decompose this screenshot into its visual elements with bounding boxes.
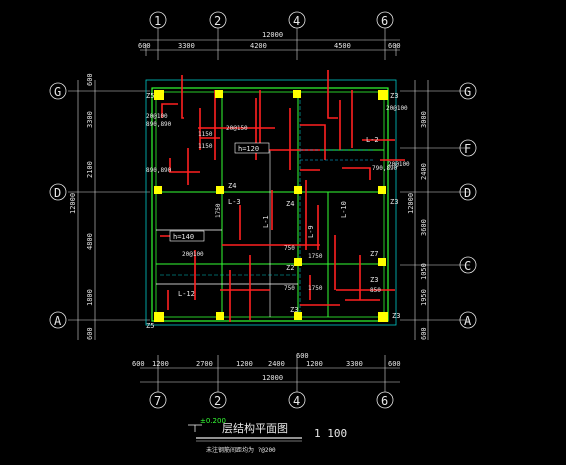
axis-left-3: D xyxy=(54,186,61,200)
axis-right-1: G xyxy=(464,85,471,99)
dashed-lines xyxy=(300,149,375,161)
rebar-label: 1150 xyxy=(198,143,213,150)
rebar-label: 890,890 xyxy=(146,167,172,174)
left-dim-4: 4800 xyxy=(86,233,94,250)
right-dim-3: 3600 xyxy=(420,219,428,236)
bottom-dim-6: 1200 xyxy=(306,360,323,368)
axis-bottom-3: 4 xyxy=(293,394,300,408)
thickness-tag-box xyxy=(169,230,205,242)
top-dim-1: 600 xyxy=(138,42,151,50)
axis-left-1: G xyxy=(54,85,61,99)
axis-top-2: 2 xyxy=(214,14,221,28)
thickness-tag-box xyxy=(234,142,270,154)
beam-label: L-3 xyxy=(228,198,241,206)
bottom-dim-7: 3300 xyxy=(346,360,363,368)
axis-bubbles xyxy=(49,11,477,409)
bottom-dim-3: 2700 xyxy=(196,360,213,368)
column-label: Z3 xyxy=(392,312,400,320)
top-dim-2: 3300 xyxy=(178,42,195,50)
top-dimension-lines xyxy=(140,28,400,60)
axis-bottom-2: 2 xyxy=(214,394,221,408)
axis-right-2: F xyxy=(464,142,471,156)
column-label: Z4 xyxy=(286,200,294,208)
left-dim-1: 600 xyxy=(86,73,94,86)
rebar-label: 20@100 xyxy=(146,113,168,120)
column-blocks xyxy=(154,90,388,322)
column-label: Z7 xyxy=(370,250,378,258)
title: 层结构平面图 xyxy=(222,421,288,435)
right-dim-4: 1050 xyxy=(420,263,428,280)
rebar-label: 20@150 xyxy=(226,125,248,132)
bottom-dim-2: 1200 xyxy=(152,360,169,368)
slab-outline xyxy=(145,79,397,326)
column-label: Z5 xyxy=(146,92,154,100)
rebar-label: 600 xyxy=(296,352,309,360)
top-dim-4: 4500 xyxy=(334,42,351,50)
beam-label: L-1 xyxy=(262,215,270,228)
axis-right-3: D xyxy=(464,186,471,200)
axis-right-5: A xyxy=(464,314,472,328)
rebar-label: 1750 xyxy=(308,253,323,260)
left-dim-2: 3300 xyxy=(86,111,94,128)
beam-label: L-12 xyxy=(178,290,195,298)
bottom-dim-4: 1200 xyxy=(236,360,253,368)
column-label: Z3 xyxy=(290,306,298,314)
left-dim-5: 1800 xyxy=(86,289,94,306)
slab-thickness-label: h=120 xyxy=(238,145,259,153)
column-label: Z5 xyxy=(146,322,154,330)
top-total: 12000 xyxy=(262,31,283,39)
rebar-label: 890,890 xyxy=(146,121,172,128)
bottom-dimension-lines xyxy=(140,355,400,392)
note-text: 未注钢筋间距均为 ?@200 xyxy=(206,446,276,454)
rebar-label: 750 xyxy=(284,245,295,252)
beam-label: L-2 xyxy=(366,136,379,144)
column-label: Z3 xyxy=(390,92,398,100)
rebar-label: 20@100 xyxy=(388,161,410,168)
scale-label: 1 100 xyxy=(314,427,347,440)
bottom-dim-1: 600 xyxy=(132,360,145,368)
rebar-label: 1750 xyxy=(215,203,222,218)
bottom-dim-8: 600 xyxy=(388,360,401,368)
left-dim-6: 600 xyxy=(86,327,94,340)
rebar-label: 1150 xyxy=(198,131,213,138)
bottom-dim-5: 2400 xyxy=(268,360,285,368)
axis-top-3: 4 xyxy=(293,14,300,28)
rebar-label: 790,890 xyxy=(372,165,398,172)
rebar-label: 20@100 xyxy=(182,251,204,258)
axis-right-4: C xyxy=(464,259,471,273)
column-label: Z4 xyxy=(228,182,236,190)
axis-left-5: A xyxy=(54,314,62,328)
rebar-lines xyxy=(160,70,405,322)
axis-bottom-4: 6 xyxy=(381,394,388,408)
right-dim-1: 3000 xyxy=(420,111,428,128)
rebar-label: 850 xyxy=(370,287,381,294)
right-dim-6: 600 xyxy=(420,327,428,340)
right-dim-2: 2400 xyxy=(420,163,428,180)
rebar-label: 1750 xyxy=(308,285,323,292)
axis-bottom-1: 7 xyxy=(154,394,161,408)
right-dimension-lines xyxy=(400,80,470,340)
elevation-label: ±0.200 xyxy=(200,417,226,425)
left-dim-3: 2100 xyxy=(86,161,94,178)
axis-top-4: 6 xyxy=(381,14,388,28)
beam-label: L-10 xyxy=(340,201,348,218)
right-dim-5: 1950 xyxy=(420,289,428,306)
column-label: Z2 xyxy=(286,264,294,272)
axis-top-1: 1 xyxy=(154,14,161,28)
top-dim-5: 600 xyxy=(388,42,401,50)
left-total: 12000 xyxy=(69,193,77,214)
bottom-total: 12000 xyxy=(262,374,283,382)
slab-thickness-label: h=140 xyxy=(173,233,194,241)
rebar-label: 750 xyxy=(284,285,295,292)
top-dim-3: 4200 xyxy=(250,42,267,50)
left-dimension-lines xyxy=(68,80,150,340)
right-total: 12000 xyxy=(407,193,415,214)
beam-label: L-9 xyxy=(307,225,315,238)
column-label: Z3 xyxy=(370,276,378,284)
column-label: Z3 xyxy=(390,198,398,206)
rebar-label: 20@100 xyxy=(386,105,408,112)
